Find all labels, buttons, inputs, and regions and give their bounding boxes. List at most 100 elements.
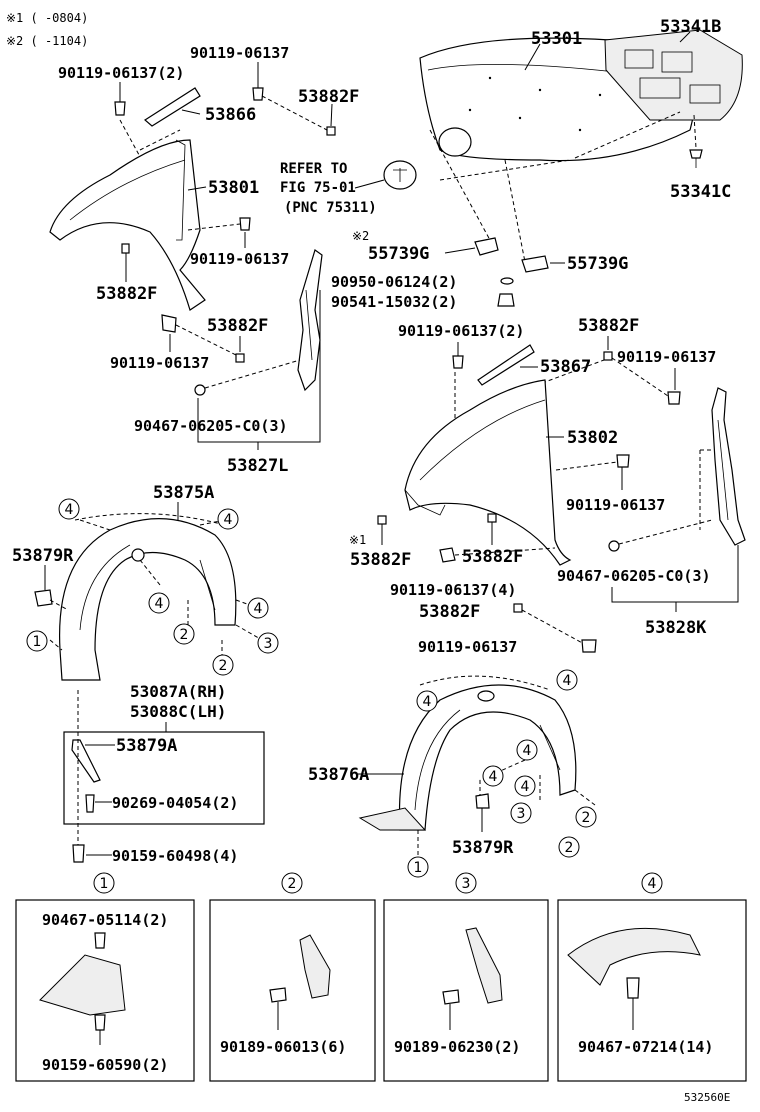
screw-90269 [85,794,95,813]
label-53882F-r1: 53882F [578,316,639,336]
hood-insulator [604,29,743,121]
nut-r1 [603,351,613,361]
svg-text:4: 4 [155,596,164,612]
fender-liner-53828K [711,387,746,546]
callout-2: 2 [173,623,195,645]
bolt-a [114,101,126,116]
label-53882F-r4: 53882F [419,602,480,622]
label-53088C: 53088C(LH) [130,702,226,721]
svg-text:4: 4 [521,779,530,795]
clip-l [194,384,206,396]
wheel-liner-right [358,684,577,831]
bolt-r4 [439,547,456,563]
bolt-90159-60590 [94,1014,106,1031]
refer-line2: FIG 75-01 [280,180,356,196]
svg-text:2: 2 [180,627,189,643]
label-55739G-b: 55739G [567,254,628,274]
svg-text:1: 1 [414,860,423,876]
front-fender-right [404,379,572,566]
callout-3: 3 [257,632,279,654]
hood-stopper-left [474,237,499,256]
screw-90189-06230 [442,989,460,1005]
svg-text:1: 1 [33,634,42,650]
bolt-r1 [452,355,464,369]
grommet [500,277,514,285]
refer-line1: REFER TO [280,161,347,177]
refer-line3: (PNC 75311) [284,200,377,216]
label-90119-r4: 90119-06137(4) [390,581,516,599]
label-53882F-r3: 53882F [462,547,523,567]
callout-4: 4 [148,592,170,614]
label-53867: 53867 [540,357,591,377]
label-90119-top: 90119-06137 [190,44,289,62]
detail-1-panel [15,899,195,1082]
label-53828K: 53828K [645,618,707,638]
fastener-53879R-r [475,793,490,809]
detail-4-liner [567,927,701,986]
svg-text:4: 4 [563,673,572,689]
label-53882F-r2: 53882F [350,550,411,570]
detail-4-panel [557,899,747,1082]
detail-2-header: 2 [281,872,303,894]
fastener-53879R-l [34,589,53,607]
callout-2: 2 [575,806,597,828]
label-53341C: 53341C [670,182,731,202]
hood-stopper-right [521,255,549,273]
nut-l2 [235,353,245,363]
detail-3-header: 3 [455,872,477,894]
svg-text:3: 3 [517,806,526,822]
label-53879R-r: 53879R [452,838,514,858]
label-53087A: 53087A(RH) [130,682,226,701]
label-90467-r: 90467-06205-C0(3) [557,567,711,585]
callout-2: 2 [212,654,234,676]
label-detail4: 90467-07214(14) [578,1038,713,1056]
label-53301: 53301 [531,29,582,49]
note-2: ※2 ( -1104) [6,34,88,48]
bolt-90159-l [72,844,85,863]
svg-text:4: 4 [523,743,532,759]
callout-4: 4 [416,690,438,712]
nut-top [326,126,336,136]
clip-90467-07214 [626,977,640,999]
bolt-r5 [581,639,597,653]
wheel-liner-left [58,518,237,681]
svg-text:4: 4 [224,512,233,528]
label-90119-l3: 90119-06137 [110,354,209,372]
detail-1-header: 1 [93,872,115,894]
label-90159-a: 90159-60498(4) [112,847,238,865]
label-90269: 90269-04054(2) [112,794,238,812]
bolt-r3 [616,454,630,468]
callout-4: 4 [247,597,269,619]
label-90119-r5: 90119-06137 [418,638,517,656]
svg-text:2: 2 [582,810,591,826]
detail-2-panel [209,899,376,1082]
label-90541-15032: 90541-15032(2) [331,293,457,311]
label-53827L: 53827L [227,456,288,476]
fender-seal-53866 [143,87,201,127]
label-53879R-l: 53879R [12,546,74,566]
label-53801: 53801 [208,178,259,198]
bolt-r2 [667,391,681,405]
cushion [497,293,515,307]
label-53802: 53802 [567,428,618,448]
label-53341B: 53341B [660,17,721,37]
label-detail1-a: 90467-05114(2) [42,911,168,929]
label-53876A: 53876A [308,765,369,785]
label-53882F-l2: 53882F [207,316,268,336]
nut-r3 [487,513,497,523]
callout-3: 3 [510,802,532,824]
callout-4: 4 [58,498,80,520]
callout-1: 1 [26,630,48,652]
bracket-53879A [71,739,101,783]
callout-2: 2 [558,836,580,858]
callout-4: 4 [556,669,578,691]
label-90119-mid: 90119-06137 [190,250,289,268]
callout-4: 4 [516,739,538,761]
svg-text:4: 4 [65,502,74,518]
ref-mark-2: ※2 [352,229,369,243]
svg-text:2: 2 [288,876,297,892]
insulator-clip [689,149,703,168]
label-55739G-a: 55739G [368,244,429,264]
